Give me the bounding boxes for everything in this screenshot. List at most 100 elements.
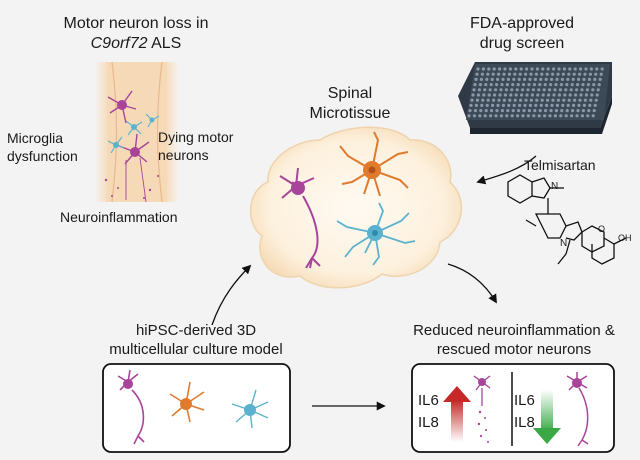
plate-well <box>475 72 479 76</box>
als-title-suffix: ALS <box>151 35 182 52</box>
plate-well <box>572 72 576 76</box>
plate-well <box>508 98 512 102</box>
model-culture-cells <box>117 369 269 445</box>
plate-well <box>581 109 586 113</box>
plate-well <box>525 93 529 97</box>
plate-well <box>496 77 500 81</box>
plate-well <box>588 103 592 107</box>
plate-well <box>510 88 514 92</box>
plate-well <box>498 93 502 97</box>
plate-well <box>542 88 546 92</box>
compound-atom-n2: N <box>560 238 568 249</box>
plate-well <box>567 72 571 76</box>
plate-well <box>551 72 555 76</box>
plate-well <box>574 93 578 97</box>
plate-well <box>516 83 520 87</box>
plate-well <box>529 72 533 76</box>
plate-well <box>509 93 513 97</box>
plate-well <box>541 93 545 97</box>
microglia-label-line1: Microglia <box>7 130 64 146</box>
plate-well <box>582 77 586 81</box>
plate-well <box>485 77 489 81</box>
plate-well <box>523 103 527 107</box>
plate-well <box>534 72 539 76</box>
plate-well <box>530 67 534 71</box>
microglia-label-line2: dysfunction <box>7 148 78 164</box>
tissue-title-line1: Spinal <box>327 85 373 102</box>
plate-well <box>467 114 471 118</box>
plate-well <box>593 103 597 107</box>
plate-well <box>487 67 491 71</box>
plate-well <box>537 114 541 118</box>
rescued-motor-neuron <box>566 372 589 447</box>
untreated-il6-label: IL6 <box>418 392 439 409</box>
increase-arrow-shaft <box>451 400 463 442</box>
plate-well <box>497 98 501 102</box>
plate-well <box>492 67 496 71</box>
plate-well <box>589 67 594 71</box>
plate-well <box>488 88 492 92</box>
plate-well <box>543 83 547 87</box>
plate-well <box>483 88 487 92</box>
plate-well <box>565 83 569 87</box>
plate-well <box>479 77 483 81</box>
plate-well <box>522 83 526 87</box>
plate-well <box>564 88 568 92</box>
plate-well <box>555 103 560 107</box>
plate-well <box>504 88 508 92</box>
plate-well <box>528 103 533 107</box>
plate-well <box>555 77 559 81</box>
plate-wells <box>467 67 604 118</box>
plate-well <box>538 83 542 87</box>
plate-well <box>565 109 569 113</box>
drug-screen-title-line2: drug screen <box>479 35 565 52</box>
plate-well <box>573 67 577 71</box>
plate-well <box>503 93 507 97</box>
plate-well <box>600 67 604 71</box>
compound-atom-n1: N <box>551 181 559 192</box>
plate-well <box>584 67 588 71</box>
plate-well <box>571 77 575 81</box>
plate-well <box>594 72 598 76</box>
plate-well <box>550 77 554 81</box>
plate-well <box>588 72 593 76</box>
plate-well <box>526 114 531 118</box>
plate-well <box>595 67 599 71</box>
plate-well <box>549 109 553 113</box>
plate-well <box>539 77 543 81</box>
plate-well <box>546 98 550 102</box>
plate-well <box>585 88 590 92</box>
plate-well <box>494 114 498 118</box>
telmisartan-structure <box>507 174 627 265</box>
plate-well <box>484 83 488 87</box>
plate-well <box>525 67 529 71</box>
plate-well <box>474 103 478 107</box>
plate-well <box>538 109 542 113</box>
plate-well <box>554 109 559 113</box>
plate-well <box>581 83 585 87</box>
plate-well <box>514 67 518 71</box>
plate-well <box>524 72 528 76</box>
plate-well <box>512 77 516 81</box>
plate-well <box>548 114 552 118</box>
plate-well <box>598 77 602 81</box>
plate-well <box>512 103 516 107</box>
plate-well <box>480 103 484 107</box>
plate-well <box>590 93 594 97</box>
plate-well <box>530 93 535 97</box>
plate-well <box>532 83 537 87</box>
outcome-title-line2: rescued motor neurons <box>436 341 592 358</box>
plate-well <box>577 103 581 107</box>
plate-well <box>566 103 570 107</box>
plate-well <box>524 98 528 102</box>
plate-well <box>474 77 478 81</box>
arrow-drug-to-tissue <box>476 155 537 185</box>
gene-name: C9orf72 <box>90 35 148 52</box>
plate-well <box>593 77 597 81</box>
plate-well <box>518 103 522 107</box>
plate-well <box>586 114 590 118</box>
treated-il6-label: IL6 <box>514 392 535 409</box>
plate-well <box>594 98 598 102</box>
plate-well <box>553 114 558 118</box>
